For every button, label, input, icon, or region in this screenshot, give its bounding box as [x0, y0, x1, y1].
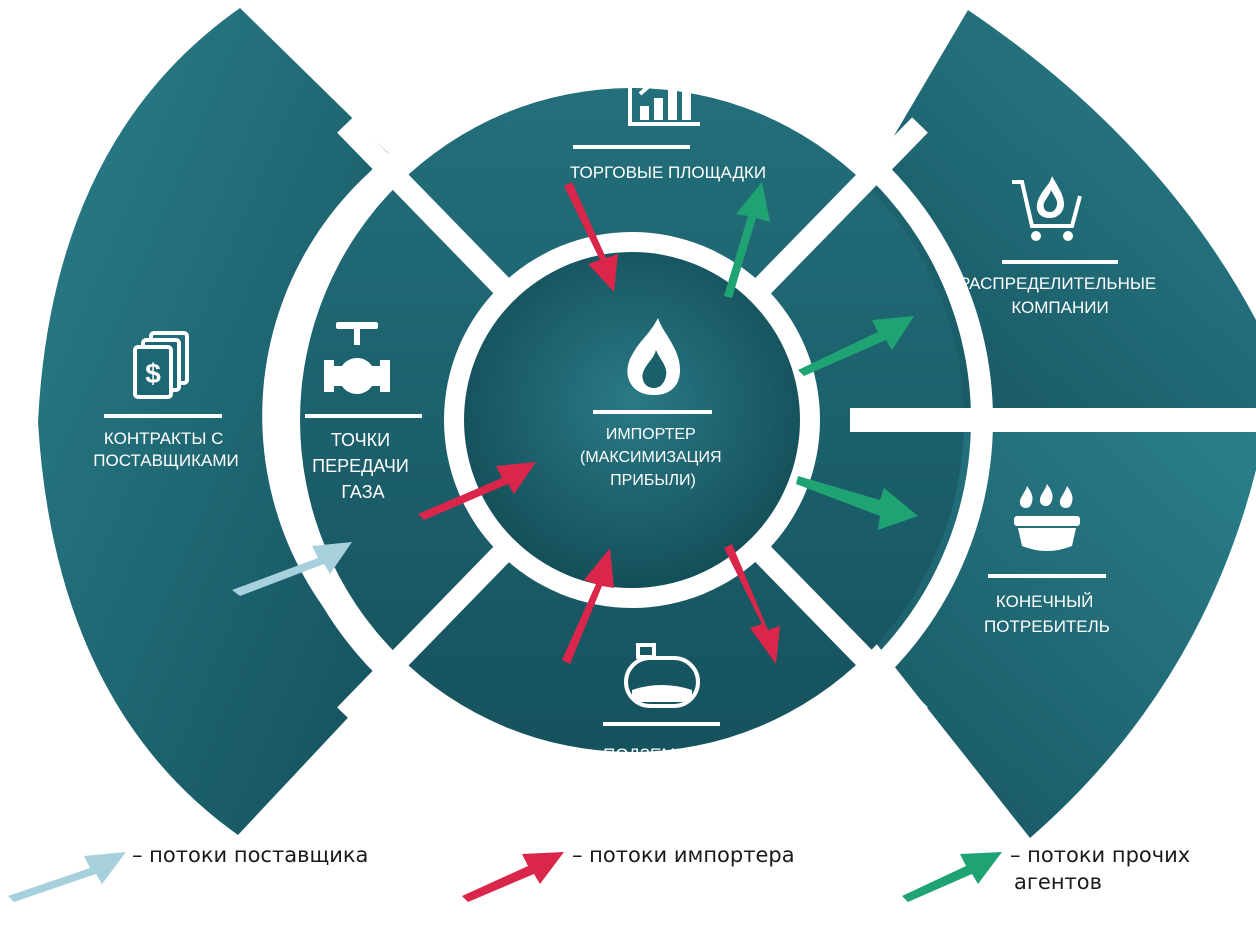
distribution-label-line1: РАСПРЕДЕЛИТЕЛЬНЫЕ: [959, 274, 1156, 293]
other-flow-arrow-distribution: [798, 316, 914, 376]
importer-label: ИМПОРТЕР (МАКСИМИЗАЦИЯ ПРИБЫЛИ): [580, 426, 726, 489]
other-flow-arrow-trading: [724, 182, 770, 298]
legend-other-line1: – потоки прочих: [1010, 843, 1191, 867]
transfer-points-label-line3: ГАЗА: [341, 482, 384, 502]
importer-label-line1: ИМПОРТЕР: [606, 426, 696, 443]
transfer-points-label-line1: ТОЧКИ: [331, 430, 390, 450]
dollar-documents-icon: $: [133, 331, 189, 399]
importer-flow-arrow-transfer: [418, 462, 536, 520]
storage-label-line2: ХРАНИЛИЩА: [607, 770, 716, 789]
importer-flow-arrow-storage-out: [724, 544, 780, 664]
svg-text:$: $: [145, 358, 161, 389]
importer-segment: [464, 252, 800, 588]
legend-other-line2: агентов: [1014, 870, 1103, 894]
legend-other-text: – потоки прочих агентов: [1010, 842, 1190, 896]
trading-label-line1: ТОРГОВЫЕ ПЛОЩАДКИ: [570, 163, 766, 182]
cart-flame-icon: [1012, 176, 1082, 241]
importer-flow-arrow-trading: [564, 182, 618, 292]
legend-supplier-arrow: [8, 852, 126, 902]
contracts-label-line1: КОНТРАКТЫ С: [104, 429, 223, 448]
valve-icon: [324, 322, 390, 395]
svg-text:$: $: [670, 63, 681, 85]
contracts-label-line2: ПОСТАВЩИКАМИ: [93, 451, 238, 470]
contracts-segment: [38, 8, 390, 835]
trading-label: ТОРГОВЫЕ ПЛОЩАДКИ: [570, 163, 766, 182]
consumer-label-line1: КОНЕЧНЫЙ: [996, 592, 1093, 611]
contracts-label: КОНТРАКТЫ С ПОСТАВЩИКАМИ: [93, 429, 238, 470]
legend-other-arrow: [902, 852, 1002, 902]
storage-tank-icon: [624, 643, 700, 708]
transfer-points-label: ТОЧКИ ПЕРЕДАЧИ ГАЗА: [312, 430, 414, 502]
gas-burner-icon: [1014, 484, 1080, 551]
gas-flame-icon: [627, 318, 680, 395]
legend-supplier-text: – потоки поставщика: [132, 843, 369, 867]
consumer-label: КОНЕЧНЫЙ ПОТРЕБИТЕЛЬ: [984, 592, 1110, 636]
importer-label-line3: ПРИБЫЛИ): [610, 472, 696, 489]
supplier-flow-arrow: [232, 542, 352, 596]
importer-flow-arrow-storage-in: [562, 548, 614, 664]
other-flow-arrow-consumer: [796, 476, 918, 530]
consumer-label-line2: ПОТРЕБИТЕЛЬ: [984, 617, 1110, 636]
distribution-label-line2: КОМПАНИИ: [1011, 298, 1108, 317]
legend-importer-text: – потоки импортера: [572, 843, 795, 867]
legend-importer-arrow: [462, 852, 564, 902]
transfer-points-label-line2: ПЕРЕДАЧИ: [312, 456, 409, 476]
distribution-label: РАСПРЕДЕЛИТЕЛЬНЫЕ КОМПАНИИ: [959, 274, 1161, 317]
storage-label-line1: ПОДЗЕМНЫЕ: [603, 745, 714, 764]
growth-chart-icon: $: [628, 58, 700, 126]
storage-label: ПОДЗЕМНЫЕ ХРАНИЛИЩА: [603, 745, 719, 789]
importer-label-line2: (МАКСИМИЗАЦИЯ: [580, 449, 722, 466]
